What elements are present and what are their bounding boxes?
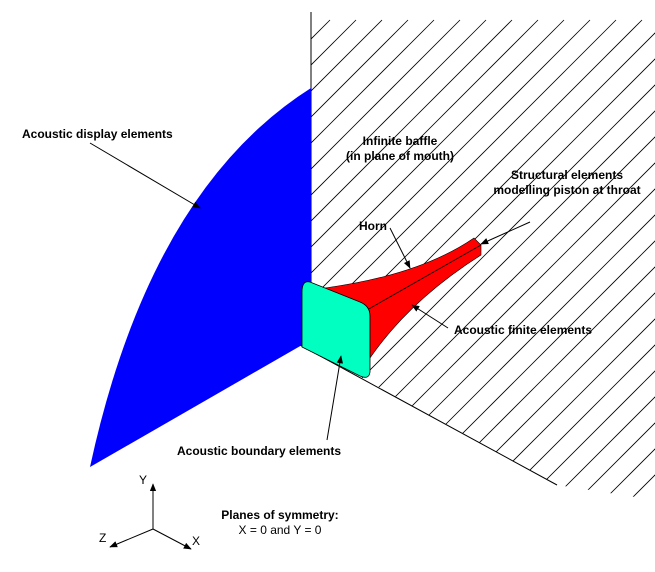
axis-label-x: X [192, 534, 201, 548]
label-display-elements: Acoustic display elements [22, 127, 173, 141]
label-symmetry: Planes of symmetry: X = 0 and Y = 0 [200, 508, 360, 538]
hatch-line [311, 19, 643, 500]
label-finite-elements: Acoustic finite elements [454, 323, 593, 337]
hatch-line [311, 19, 591, 500]
axis-label-z: Z [99, 531, 107, 545]
label-symmetry-line2: X = 0 and Y = 0 [238, 523, 322, 537]
hatch-line [311, 19, 409, 500]
label-structural-line2: modelling piston at throat [493, 183, 641, 197]
hatch-line [401, 19, 655, 500]
hatch-line [311, 19, 435, 500]
hatch-line [311, 19, 617, 500]
hatch-line [311, 19, 655, 500]
hatch-line [311, 19, 655, 500]
hatch-line [557, 19, 655, 500]
hatch-line [311, 19, 565, 500]
leader-arrows [89, 142, 531, 441]
horn-ridge [366, 244, 482, 311]
hatch-line [311, 19, 513, 500]
hatch-line [311, 19, 487, 500]
hatch-line [505, 19, 655, 500]
acoustic-boundary-elements [301, 281, 371, 378]
hatch-line [311, 19, 461, 500]
label-baffle-line1: Infinite baffle [362, 134, 438, 148]
label-horn: Horn [359, 219, 387, 233]
acoustic-display-elements [90, 88, 311, 467]
baffle-edge-bottom [299, 344, 558, 486]
hatch-line [427, 19, 655, 500]
horn-red [324, 237, 482, 359]
hatch-line [531, 19, 655, 500]
hatch-line [479, 19, 655, 500]
label-baffle-line2: (in plane of mouth) [346, 149, 454, 163]
label-boundary-elements: Acoustic boundary elements [177, 444, 342, 458]
hatch-line [311, 19, 539, 500]
label-structural-elements: Structural elements modelling piston at … [482, 168, 652, 198]
label-structural-line1: Structural elements [510, 168, 624, 182]
hatch-line [453, 19, 655, 500]
axis-label-y: Y [139, 473, 148, 487]
label-symmetry-line1: Planes of symmetry: [221, 508, 339, 522]
axis-triad [109, 483, 192, 550]
label-infinite-baffle: Infinite baffle (in plane of mouth) [340, 134, 460, 164]
